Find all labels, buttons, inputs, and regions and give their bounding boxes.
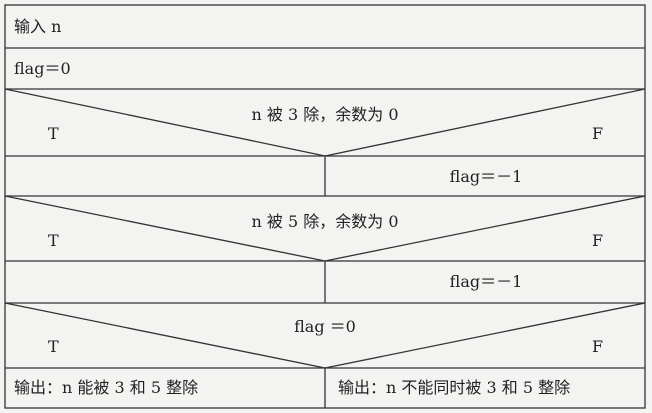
decision2-condition: n 被 5 除，余数为 0 [251,212,398,231]
decision1-left-diagonal [4,88,326,157]
assign2-step: flag＝－1 [450,272,523,291]
decision2-true-label: T [48,231,59,250]
decision3-true-label: T [48,337,59,356]
decision1-condition: n 被 3 除，余数为 0 [251,105,398,124]
decision3-left-diagonal [4,302,326,369]
input-step: 输入 n [14,17,61,36]
decision2-left-diagonal [4,195,326,262]
output-false-step: 输出：n 不能同时被 3 和 5 整除 [338,378,570,397]
assign1-step: flag＝－1 [450,167,523,186]
decision1-right-diagonal [324,88,646,157]
init-step: flag＝0 [14,59,71,78]
decision3-right-diagonal [324,302,646,369]
output-true-step: 输出：n 能被 3 和 5 整除 [14,378,198,397]
decision2-right-diagonal [324,195,646,262]
decision1-true-label: T [48,124,59,143]
decision2-false-label: F [592,231,603,250]
decision1-false-label: F [592,124,603,143]
decision3-condition: flag ＝0 [294,317,356,336]
decision3-false-label: F [592,337,603,356]
chart-border [4,4,646,409]
